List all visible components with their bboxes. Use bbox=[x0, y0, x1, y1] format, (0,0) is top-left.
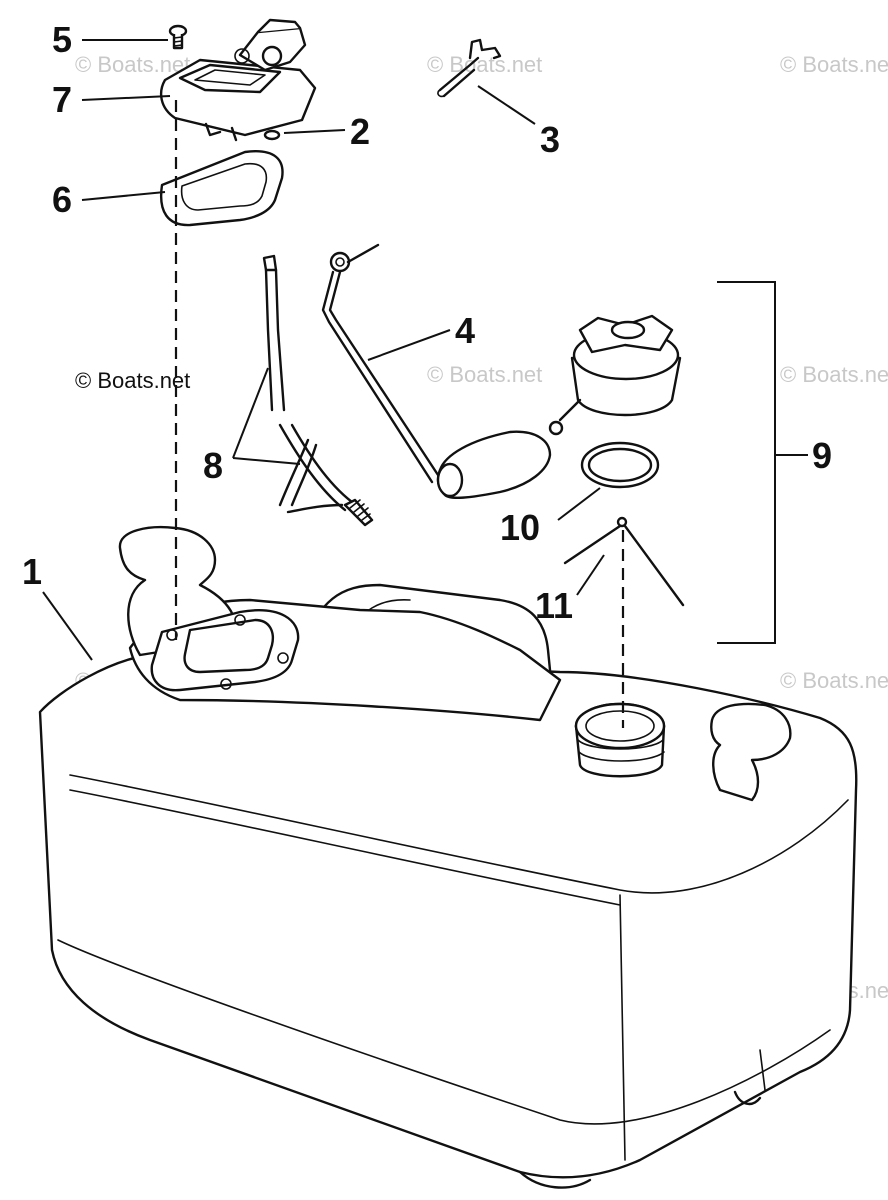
part-float-assembly bbox=[321, 243, 552, 500]
part-retainer bbox=[563, 516, 685, 607]
watermark: © Boats.net bbox=[427, 52, 542, 77]
callout-4: 4 bbox=[455, 310, 475, 351]
part-fuel-cap bbox=[548, 314, 682, 436]
kit-bracket bbox=[717, 281, 776, 644]
watermark: © Boats.net bbox=[427, 362, 542, 387]
watermark: © Boats.net bbox=[780, 668, 888, 693]
copyright-text: © Boats.net bbox=[75, 368, 190, 393]
part-fuel-gauge-housing bbox=[159, 18, 317, 142]
leader-lines bbox=[42, 39, 808, 661]
callout-5: 5 bbox=[52, 19, 72, 60]
callout-10: 10 bbox=[500, 507, 540, 548]
callout-6: 6 bbox=[52, 179, 72, 220]
callout-8: 8 bbox=[203, 445, 223, 486]
watermark: © Boats.net bbox=[75, 52, 190, 77]
callout-1: 1 bbox=[22, 551, 42, 592]
callout-11: 11 bbox=[535, 585, 573, 626]
part-fuel-tank bbox=[38, 526, 858, 1189]
callout-2: 2 bbox=[350, 111, 370, 152]
part-o-ring-small bbox=[263, 129, 281, 141]
part-gasket bbox=[159, 150, 284, 227]
part-bracket bbox=[437, 38, 502, 98]
callout-labels: 5 7 2 3 6 4 8 9 10 11 1 bbox=[22, 19, 832, 626]
part-cap-o-ring bbox=[580, 441, 660, 489]
callout-7: 7 bbox=[52, 79, 72, 120]
callout-3: 3 bbox=[540, 119, 560, 160]
part-screw bbox=[168, 24, 188, 50]
callout-9: 9 bbox=[812, 435, 832, 476]
watermark: © Boats.net bbox=[780, 362, 888, 387]
watermark: © Boats.net bbox=[780, 52, 888, 77]
part-pickup-tube bbox=[262, 254, 374, 527]
